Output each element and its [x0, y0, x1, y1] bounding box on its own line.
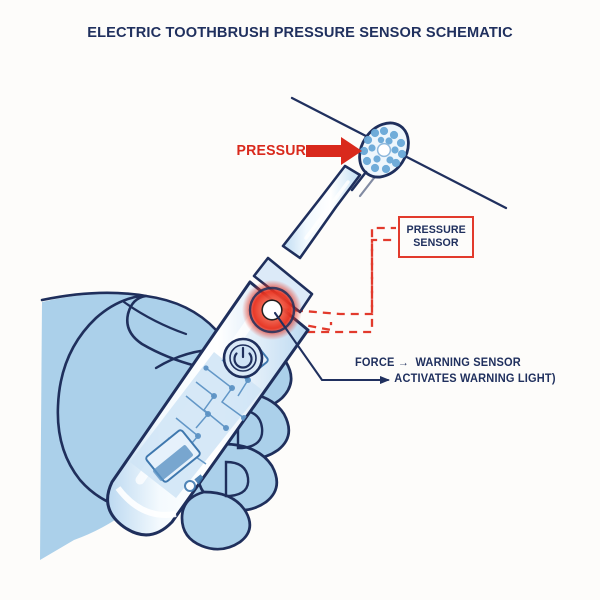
sensor-box-line-2: SENSOR — [413, 237, 459, 249]
force-note-line-1: FORCE → WARNING SENSOR — [355, 356, 521, 369]
pressure-label: PRESSURE — [236, 142, 316, 159]
power-symbol-icon — [233, 346, 253, 369]
pressure-arrow-icon — [306, 137, 362, 165]
force-note-line-2: → ACTIVATES WARNING LIGHT) — [377, 372, 556, 385]
pressure-sensor-callout-box: PRESSURE SENSOR — [398, 216, 474, 258]
force-leader-line — [273, 311, 390, 384]
toothbrush-neck — [281, 164, 362, 260]
toothbrush-handle — [106, 256, 314, 537]
led-indicator-icon — [242, 280, 302, 340]
brush-head-icon — [350, 121, 410, 198]
circuit-cutaway — [130, 345, 269, 498]
power-button[interactable] — [222, 337, 264, 379]
sensor-box-line-1: PRESSURE — [406, 224, 466, 237]
page-title: ELECTRIC TOOTHBRUSH PRESSURE SENSOR SCHE… — [87, 24, 513, 41]
